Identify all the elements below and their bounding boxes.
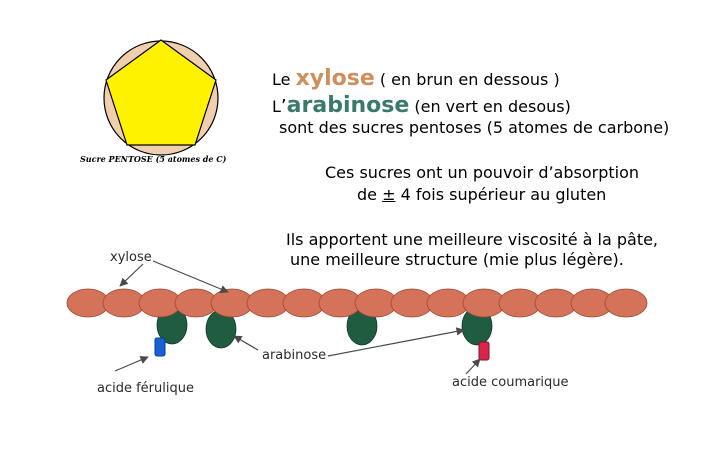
xylose-note: ( en brun en dessous )	[374, 70, 560, 89]
coumaric-arrow	[465, 358, 481, 375]
text-line-structure: une meilleure structure (mie plus légère…	[290, 250, 624, 269]
label-arabinose: arabinose	[262, 348, 326, 363]
arabinose-arrow-left	[233, 335, 259, 351]
xylose-unit	[604, 288, 648, 318]
pentose-caption: Sucre PENTOSE (5 atomes de C)	[80, 154, 227, 164]
arabinose-note: (en vert en desous)	[409, 97, 571, 116]
plus-minus-symbol: ±	[382, 185, 396, 204]
pentagon-shape	[105, 39, 217, 146]
xylose-chain	[66, 288, 648, 318]
xylose-word: xylose	[295, 66, 375, 91]
label-xylose: xylose	[110, 250, 152, 265]
text-line-xylose: Le xylose ( en brun en dessous )	[272, 66, 560, 91]
text-line-pentoses: sont des sucres pentoses (5 atomes de ca…	[279, 118, 670, 137]
acid-tags	[154, 337, 490, 361]
pentose-figure: Sucre PENTOSE (5 atomes de C)	[80, 39, 227, 164]
text-line-absorption: Ces sucres ont un pouvoir d’absorption	[325, 163, 640, 182]
ferulic-arrow	[114, 356, 149, 372]
xylose-arrow-right	[152, 260, 229, 293]
arabinose-intro: L	[272, 97, 281, 116]
arabinose-word: arabinose	[286, 93, 410, 118]
text-line-arabinose: L’arabinose (en vert en desous)	[272, 93, 571, 118]
label-acide-coumarique: acide coumarique	[452, 375, 569, 390]
xylose-intro: Le	[272, 70, 296, 89]
coumaric-acid-tag	[478, 341, 490, 361]
arrows	[114, 260, 481, 375]
gluten-note: 4 fois supérieur au gluten	[395, 185, 607, 204]
xylose-arrow-left	[119, 263, 144, 287]
text-line-viscosity: Ils apportent une meilleure viscosité à …	[286, 230, 659, 249]
arabinose-arrow-right	[327, 327, 465, 357]
label-acide-ferulique: acide férulique	[97, 381, 194, 396]
gluten-intro: de	[357, 185, 383, 204]
ferulic-acid-tag	[154, 337, 166, 357]
apostrophe: ’	[280, 96, 287, 117]
text-line-gluten: de ± 4 fois supérieur au gluten	[357, 185, 606, 204]
